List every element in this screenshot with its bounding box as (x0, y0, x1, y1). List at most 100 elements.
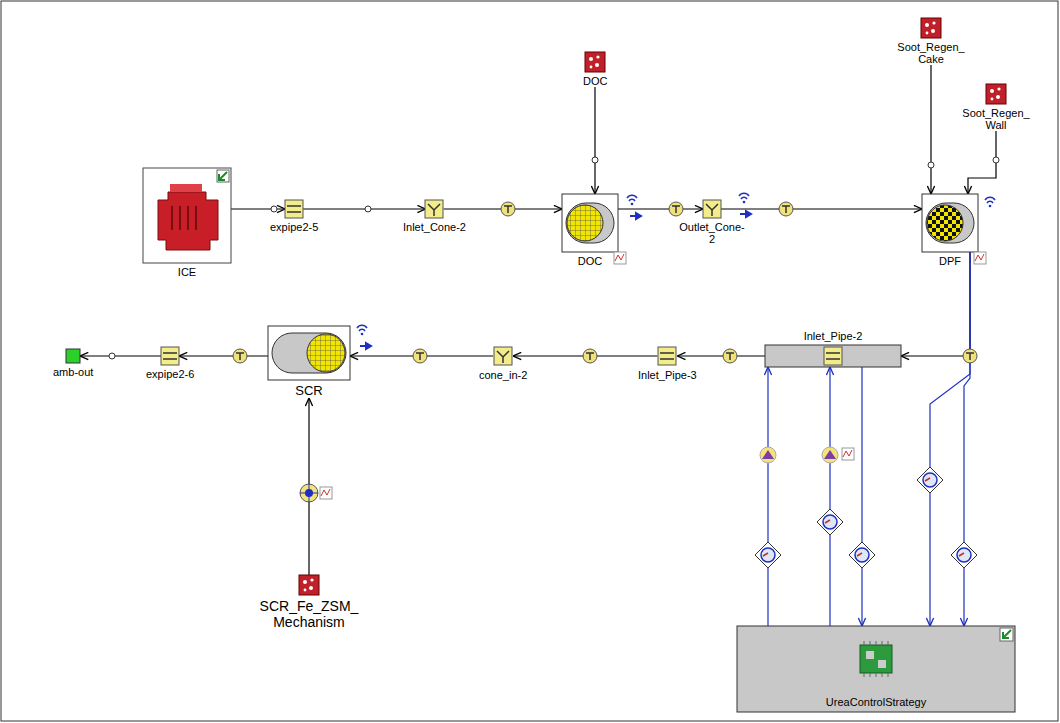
doc-catalyst-icon (562, 194, 618, 252)
cone-icon (425, 200, 443, 218)
control-box (737, 626, 1015, 712)
catalyst-block: SCR (268, 326, 350, 398)
pipe-icon (658, 347, 676, 365)
reference-icon (986, 84, 1006, 104)
sensor-symbol (849, 542, 875, 568)
component-label: Inlet_Pipe-2 (804, 330, 863, 342)
reference-icon (921, 18, 941, 38)
component-label: Soot_Regen_ Wall (959, 107, 1033, 131)
component-label: Outlet_Cone- 2 (677, 221, 747, 245)
junction (669, 202, 683, 216)
flow-connector (303, 208, 425, 209)
catalyst-block: DOC (562, 194, 618, 267)
orifice (928, 162, 934, 168)
flow-connector (721, 208, 922, 209)
engine-block: ICE (143, 168, 231, 278)
plot-icon (974, 252, 986, 264)
plot-icon (842, 448, 854, 460)
pipe-band: Inlet_Pipe-2 (765, 330, 901, 367)
ambient-icon (66, 349, 80, 363)
component-label: amb-out (53, 366, 93, 378)
reference-object: DOC (583, 52, 607, 87)
pipe-icon (285, 200, 303, 218)
wireless-icon (985, 197, 995, 207)
flow-connector (901, 252, 970, 356)
junction (723, 349, 737, 363)
component-label: Inlet_Cone-2 (403, 221, 466, 233)
signal-connector (930, 252, 970, 626)
orifice (109, 353, 115, 359)
flow-arrow (630, 213, 641, 219)
control-block: UreaControlStrategy (737, 626, 1015, 712)
orifice (365, 206, 371, 212)
signal-connector (861, 367, 862, 626)
cone-block: Outlet_Cone- 2 (677, 200, 747, 245)
connection-symbol (300, 484, 318, 502)
junction (779, 202, 793, 216)
sensor-symbol (917, 467, 943, 493)
flow-connector (179, 355, 268, 356)
boundary-block: amb-out (53, 349, 93, 378)
pipe-block: expipe2-6 (146, 347, 194, 380)
wireless-icon (739, 193, 749, 203)
reference-object: SCR_Fe_ZSM_ Mechanism (251, 575, 367, 630)
component-label: SCR_Fe_ZSM_ Mechanism (251, 598, 367, 630)
cone-block: cone_in-2 (479, 346, 527, 381)
plot-icon (320, 487, 332, 499)
component-label: SCR (295, 383, 322, 398)
filter-block: DPF (922, 194, 978, 267)
signal-connector (964, 252, 970, 626)
dpf-icon (922, 194, 978, 252)
junction (963, 349, 977, 363)
component-label: DOC (578, 255, 602, 267)
cone-block: Inlet_Cone-2 (403, 200, 466, 233)
flow-connector (677, 355, 765, 356)
sensor-symbol (951, 542, 977, 568)
junction (413, 349, 427, 363)
component-label: Soot_Regen_ Cake (894, 41, 968, 65)
component-label: DOC (583, 75, 607, 87)
engine-icon (143, 168, 231, 263)
component-label: expipe2-5 (270, 221, 318, 233)
flow-connector (618, 208, 703, 209)
flow-connector (80, 355, 161, 356)
wireless-icon (627, 195, 637, 205)
orifice (592, 157, 598, 163)
component-label: expipe2-6 (146, 368, 194, 380)
flow-connector (968, 131, 996, 194)
actuator-symbol (755, 542, 781, 568)
flow-arrow (740, 211, 751, 217)
orifice (993, 157, 999, 163)
flow-arrow (360, 343, 371, 349)
reference-icon (299, 575, 319, 595)
signal-connector (829, 367, 830, 626)
plot-icon (614, 252, 626, 264)
junction (233, 349, 247, 363)
junction (583, 349, 597, 363)
cone-icon (703, 200, 721, 218)
reference-object: Soot_Regen_ Wall (959, 84, 1033, 131)
component-label: UreaControlStrategy (826, 696, 926, 708)
reference-object: Soot_Regen_ Cake (894, 18, 968, 65)
inlet-pipe-band (765, 345, 901, 367)
component-label: Inlet_Pipe-3 (638, 369, 697, 381)
orifice (271, 206, 277, 212)
reference-icon (585, 52, 605, 72)
component-label: ICE (178, 266, 196, 278)
cone-icon (494, 347, 512, 365)
signal-connector (767, 367, 768, 626)
pipe-icon (161, 347, 179, 365)
component-label: DPF (939, 255, 961, 267)
pipe-block: Inlet_Pipe-3 (638, 346, 697, 381)
flow-connector (594, 87, 595, 194)
wireless-icon (357, 325, 367, 335)
component-label: cone_in-2 (479, 369, 527, 381)
junction (501, 202, 515, 216)
pipe-block: expipe2-5 (270, 200, 318, 233)
actuator-symbol (817, 509, 843, 535)
injector-symbol (760, 447, 776, 463)
flow-connector (930, 65, 931, 194)
injector-symbol (822, 447, 838, 463)
